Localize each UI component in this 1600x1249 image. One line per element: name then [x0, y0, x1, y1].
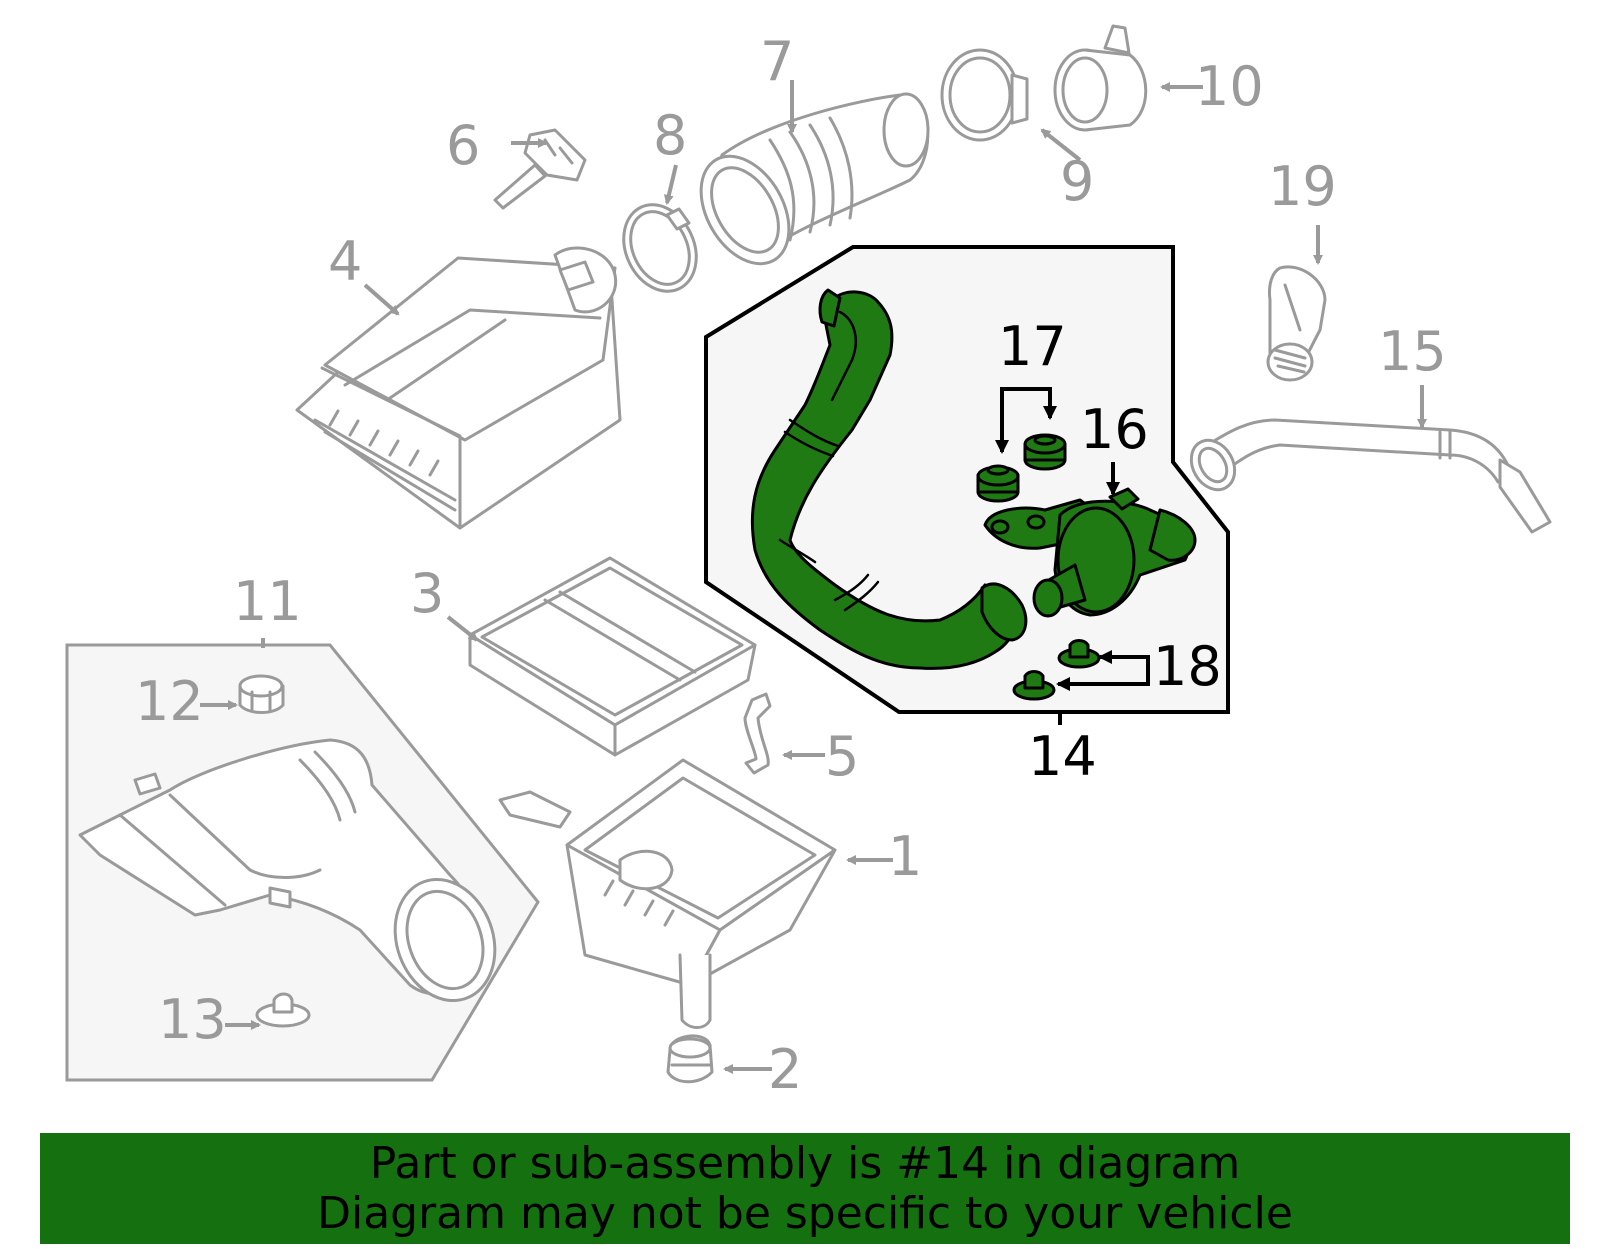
part-5-clip[interactable] — [743, 692, 772, 775]
callout-7[interactable]: 7 — [760, 30, 794, 93]
part-16-pcv-valve[interactable] — [983, 487, 1197, 618]
callout-labels: 1 2 3 4 5 6 7 8 9 10 11 12 13 14 15 16 1… — [135, 30, 1447, 1101]
parts-diagram: 1 2 3 4 5 6 7 8 9 10 11 12 13 14 15 16 1… — [65, 24, 1552, 1101]
callout-2[interactable]: 2 — [768, 1038, 802, 1101]
callout-19[interactable]: 19 — [1268, 155, 1337, 218]
callout-12[interactable]: 12 — [135, 670, 204, 733]
callout-17[interactable]: 17 — [998, 315, 1067, 378]
callout-9[interactable]: 9 — [1060, 150, 1094, 213]
part-2-grommet[interactable] — [666, 1034, 714, 1084]
part-9-clamp[interactable] — [940, 48, 1029, 142]
callout-15[interactable]: 15 — [1378, 320, 1447, 383]
callout-4[interactable]: 4 — [328, 230, 362, 293]
callout-1[interactable]: 1 — [888, 825, 922, 888]
banner-line-2: Diagram may not be specific to your vehi… — [317, 1187, 1293, 1239]
part-10-maf-housing[interactable] — [1053, 24, 1148, 132]
callout-11[interactable]: 11 — [233, 570, 302, 633]
leader-lines-black — [995, 387, 1150, 725]
callout-10[interactable]: 10 — [1195, 55, 1264, 118]
leader-lines-gray — [200, 80, 1427, 1074]
callout-6[interactable]: 6 — [446, 114, 480, 177]
callout-14[interactable]: 14 — [1028, 725, 1097, 788]
callout-13[interactable]: 13 — [158, 988, 227, 1051]
callout-5[interactable]: 5 — [825, 725, 859, 788]
part-15-breather-tube[interactable] — [1183, 418, 1552, 534]
part-12-nut[interactable] — [238, 674, 285, 714]
callout-3[interactable]: 3 — [410, 562, 444, 625]
part-7-intake-hose[interactable] — [683, 92, 930, 279]
part-3-air-filter[interactable] — [468, 556, 757, 757]
callout-8[interactable]: 8 — [653, 104, 687, 167]
info-banner: Part or sub-assembly is #14 in diagram D… — [40, 1133, 1570, 1244]
part-11-intake-duct[interactable] — [78, 738, 511, 1015]
part-1-lower-box[interactable] — [498, 758, 837, 1029]
part-8-clamp[interactable] — [610, 193, 710, 303]
part-14-breather-hose-assembly[interactable] — [750, 288, 1028, 670]
banner-line-1: Part or sub-assembly is #14 in diagram — [369, 1137, 1241, 1189]
part-19-hose-connector[interactable] — [1266, 265, 1327, 382]
part-17-grommets[interactable] — [976, 433, 1067, 503]
callout-18[interactable]: 18 — [1153, 635, 1222, 698]
part-4-air-cleaner-cover[interactable] — [295, 246, 622, 530]
callout-16[interactable]: 16 — [1080, 398, 1149, 461]
part-13-push-pin[interactable] — [255, 992, 311, 1028]
